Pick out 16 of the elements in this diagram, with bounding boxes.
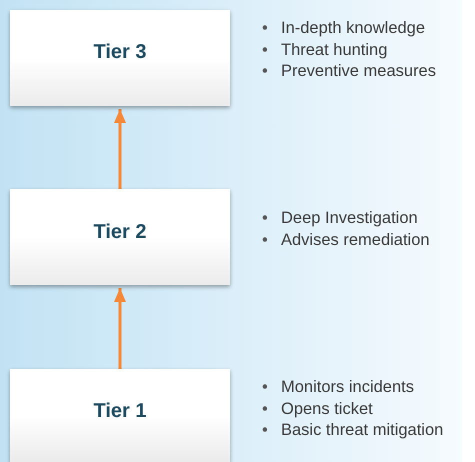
arrow bbox=[114, 288, 126, 369]
tier-label: Tier 2 bbox=[94, 220, 146, 244]
tier-box bbox=[10, 10, 230, 106]
bullet-point: • Basic threat mitigation bbox=[262, 420, 444, 441]
bullet-point: • Deep Investigation bbox=[262, 208, 419, 229]
tier-label: Tier 3 bbox=[94, 40, 146, 64]
bullet-point: • Advises remediation bbox=[262, 230, 430, 250]
bullet-point: • In-depth knowledge bbox=[262, 18, 426, 39]
bullet-point: • Opens ticket bbox=[262, 398, 374, 420]
tier-box bbox=[10, 189, 230, 285]
bullet-point: • Monitors incidents bbox=[262, 377, 415, 398]
tier-box bbox=[10, 369, 230, 462]
bullet-point: • Preventive measures bbox=[262, 61, 436, 82]
tier-label: Tier 1 bbox=[94, 400, 146, 423]
arrow bbox=[114, 109, 126, 189]
bullet-point: • Threat hunting bbox=[262, 40, 388, 60]
